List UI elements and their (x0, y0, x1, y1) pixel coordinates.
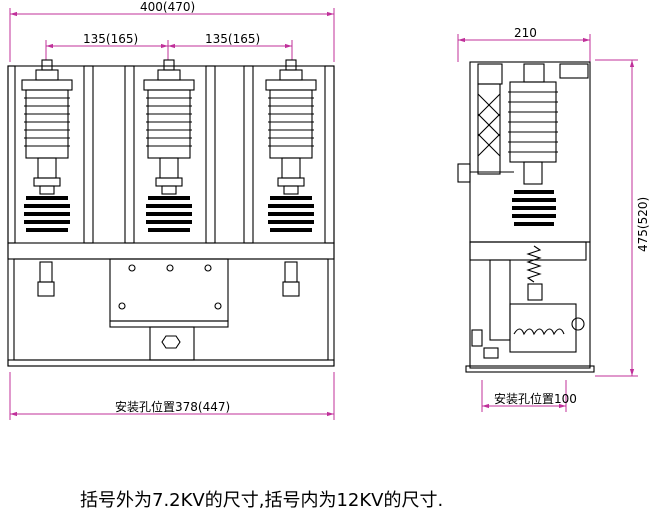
pole-3 (265, 59, 317, 297)
dim-mount-front-text: 安装孔位置378(447) (115, 399, 230, 414)
dimension-mount-hole-side: 安装孔位置100 (481, 380, 577, 412)
front-view (7, 59, 335, 367)
frame-posts (7, 65, 335, 244)
dim-mount-side-text: 安装孔位置100 (494, 391, 577, 406)
dim-side-height-text: 475(520) (636, 197, 650, 252)
side-view (457, 61, 595, 373)
front-mechanism-plate (109, 258, 229, 361)
dimension-side-height: 475(520) (595, 59, 650, 377)
dim-pitch-left-text: 135(165) (83, 32, 138, 46)
pole-2 (143, 59, 195, 232)
dim-pitch-right-text: 135(165) (205, 32, 260, 46)
pole-1 (21, 59, 73, 297)
side-mechanism (469, 241, 587, 359)
side-insulating-plate (457, 83, 514, 183)
dimension-front-width: 400(470) (9, 0, 335, 62)
dim-front-width-text: 400(470) (140, 0, 195, 14)
dimension-pole-pitch: 135(165) 135(165) (45, 32, 293, 60)
dimension-side-width: 210 (457, 26, 591, 62)
dim-side-width-text: 210 (514, 26, 537, 40)
front-crossbar (7, 242, 335, 260)
caption-note: 括号外为7.2KV的尺寸,括号内为12KV的尺寸. (80, 490, 444, 511)
dimension-mount-hole-front: 安装孔位置378(447) (9, 372, 335, 420)
front-base (13, 258, 329, 361)
